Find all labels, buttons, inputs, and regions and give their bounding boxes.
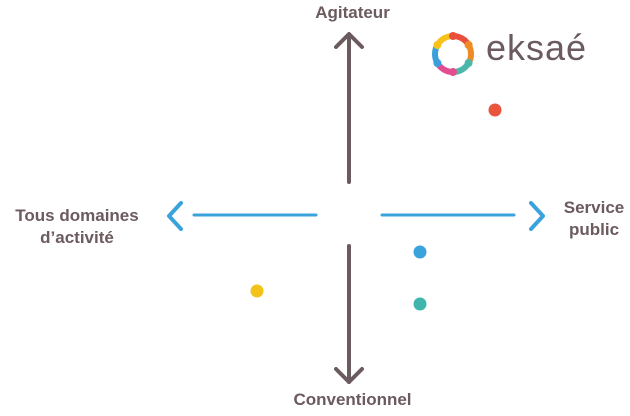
marker-dot-yellow — [250, 284, 264, 298]
axis-label-top: Agitateur — [315, 3, 390, 22]
up-arrow-icon — [334, 32, 364, 49]
axis-label-left: Tous domaines d’activité — [15, 206, 139, 247]
axis-label-right: Service public — [563, 198, 625, 239]
marker-dot-teal — [413, 297, 427, 311]
left-arrow-icon — [167, 201, 183, 231]
eksae-logo-icon — [431, 32, 475, 76]
axis-label-bottom: Conventionnel — [293, 390, 412, 409]
down-arrow-icon — [334, 367, 364, 384]
marker-dot-blue — [413, 245, 427, 259]
logo-wordmark: eksaé — [486, 27, 588, 68]
right-arrow-icon — [529, 201, 545, 231]
marker-dot-orange — [488, 103, 502, 117]
